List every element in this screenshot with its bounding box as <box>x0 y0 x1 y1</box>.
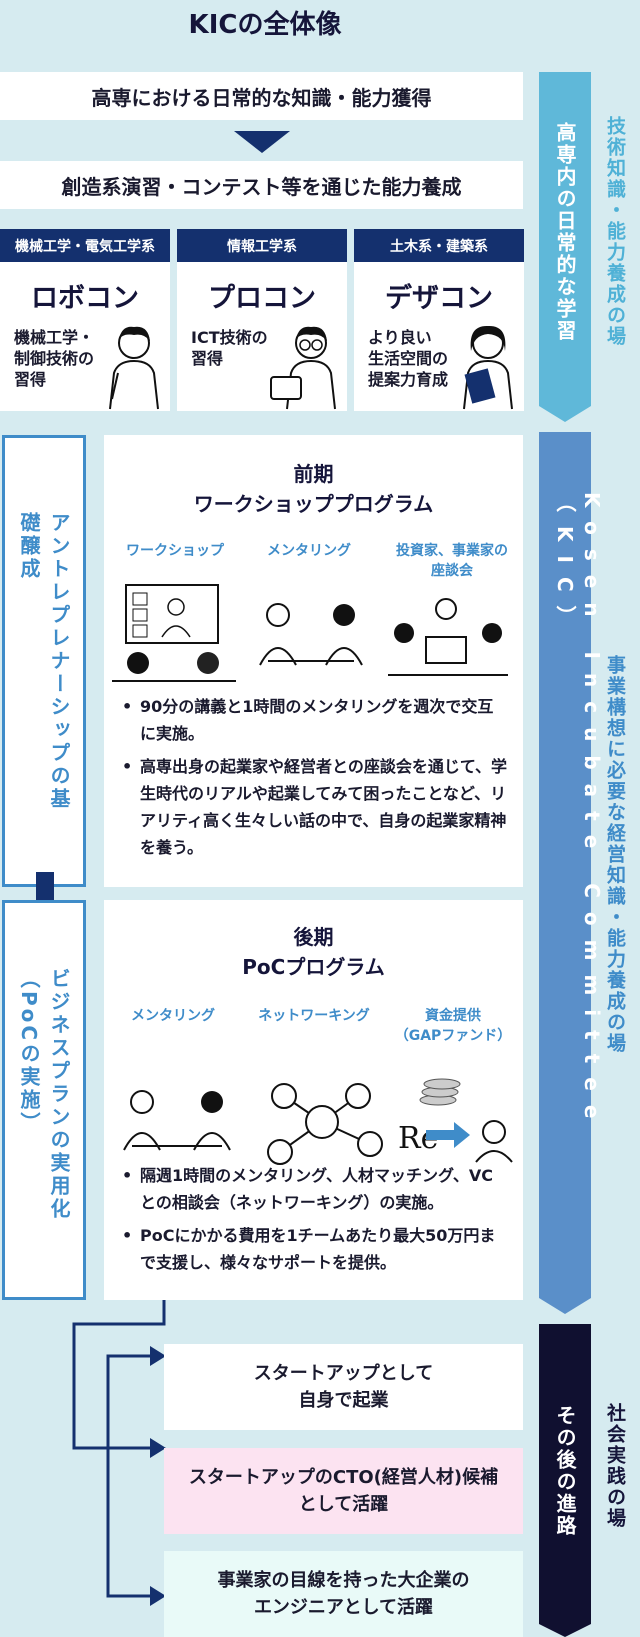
competition-name: プロコン <box>208 283 316 314</box>
program-label: 投資家、事業家の 座談会 <box>396 543 508 579</box>
student-with-folder-icon <box>463 325 513 410</box>
procon-card: 情報工学系 プロコン ICT技術の 習得 <box>177 229 347 411</box>
down-triangle-icon <box>234 131 290 153</box>
career-connector-lines <box>72 1300 166 1606</box>
program-label: 資金提供 （GAPファンド） <box>394 1008 512 1044</box>
business-skill-label: 事業構想に必要な経営知識・能力養成の場 <box>604 655 626 1054</box>
workshop-program-panel: 前期 ワークショッププログラム ワークショップ メンタリング 投資家、事業家の … <box>104 435 523 887</box>
program-bullet: 隔週1時間のメンタリング、人材マッチング、VCとの相談会（ネットワーキング）の実… <box>118 1162 508 1216</box>
daily-learning-tab-label: 高専内の日常的な学習 <box>553 122 577 342</box>
category-label: 機械工学・電気工学系 <box>0 229 170 262</box>
robocon-card: 機械工学・電気工学系 ロボコン 機械工学・ 制御技術の 習得 <box>0 229 170 411</box>
program-label: ワークショップ <box>126 543 224 559</box>
category-label: 情報工学系 <box>177 229 347 262</box>
career-startup-founder: スタートアップとして 自身で起業 <box>164 1344 523 1430</box>
dezacon-card: 土木系・建築系 デザコン より良い 生活空間の 提案力育成 <box>354 229 524 411</box>
career-startup-cto: スタートアップのCTO(経営人材)候補 として活躍 <box>164 1448 523 1534</box>
career-corporate-engineer: 事業家の目線を持った大企業の エンジニアとして活躍 <box>164 1551 523 1637</box>
career-tab <box>539 1324 591 1637</box>
program-title: 後期 PoCプログラム <box>242 925 385 979</box>
kic-tab <box>539 432 591 1314</box>
daily-learning-bar: 高専における日常的な知識・能力獲得 <box>0 72 523 120</box>
competition-desc: 機械工学・ 制御技術の 習得 <box>14 328 95 389</box>
workshop-illustrations-icon <box>112 584 508 682</box>
business-plan-label: ビジネスプランの実用化（PoCの実施） <box>17 968 71 1221</box>
competition-name: ロボコン <box>31 283 139 314</box>
poc-program-panel: 後期 PoCプログラム メンタリング ネットワーキング 資金提供 （GAPファン… <box>104 900 523 1300</box>
tech-skill-label: 技術知識・能力養成の場 <box>604 116 626 347</box>
career-tab-label: その後の進路 <box>553 1405 577 1537</box>
entrepreneurship-label: アントレプレナーシップの基礎醸成 <box>17 512 71 811</box>
student-illustration-icon <box>109 326 159 410</box>
social-practice-label: 社会実践の場 <box>604 1403 626 1529</box>
program-bullet: 90分の講義と1時間のメンタリングを週次で交互に実施。 <box>118 693 508 747</box>
poc-illustrations-icon: Re <box>123 1078 513 1165</box>
program-label: ネットワーキング <box>258 1008 370 1024</box>
program-title: 前期 ワークショッププログラム <box>193 462 434 516</box>
kic-tab-label: Kosen Incubate Committee（KIC） <box>553 492 604 1133</box>
program-bullet: 高専出身の起業家や経営者との座談会を通じて、学生時代のリアルや起業してみて困った… <box>118 753 508 861</box>
page-title: KICの全体像 <box>188 10 342 40</box>
competition-desc: より良い 生活空間の 提案力育成 <box>368 328 449 389</box>
daily-learning-tab <box>539 72 591 422</box>
program-bullet: PoCにかかる費用を1チームあたり最大50万円まで支援し、様々なサポートを提供。 <box>118 1222 508 1276</box>
competition-name: デザコン <box>385 283 493 314</box>
category-label: 土木系・建築系 <box>354 229 524 262</box>
contest-training-bar: 創造系演習・コンテスト等を通じた能力養成 <box>0 161 523 209</box>
program-label: メンタリング <box>131 1008 215 1024</box>
student-with-tablet-icon <box>270 326 336 410</box>
business-plan-box <box>2 900 86 1300</box>
entrepreneurship-box <box>2 435 86 887</box>
competition-desc: ICT技術の 習得 <box>191 328 268 368</box>
program-label: メンタリング <box>267 543 351 559</box>
